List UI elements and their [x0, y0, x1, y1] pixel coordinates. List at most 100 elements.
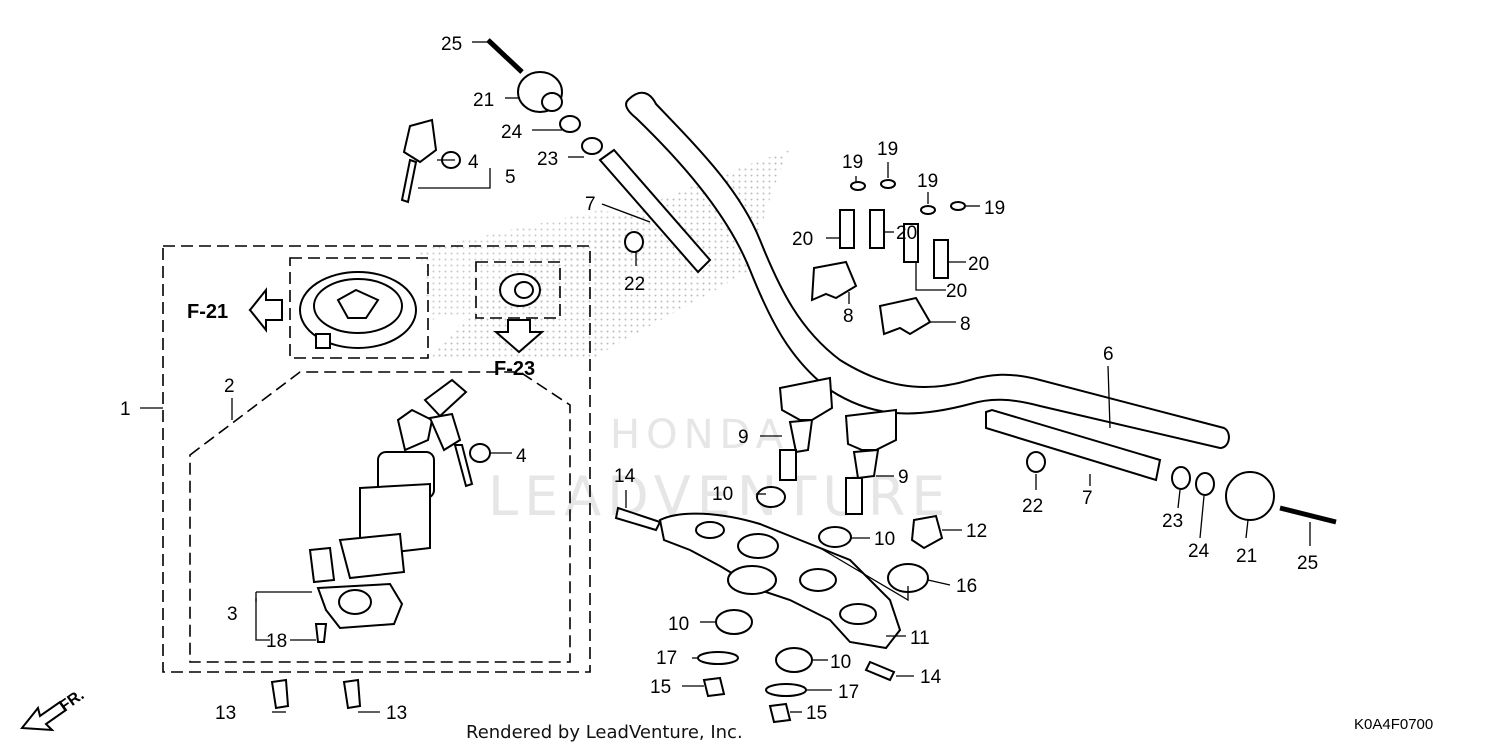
ignition-switch-part — [308, 378, 474, 630]
label-24-top: 24 — [501, 122, 523, 143]
grommet-4-mid — [469, 443, 491, 463]
label-19-c: 19 — [917, 171, 938, 192]
bolt-25-right — [1279, 505, 1337, 525]
nut-22-right — [1026, 451, 1046, 473]
nut-15-right — [768, 702, 792, 724]
collar-24-right — [1195, 472, 1215, 496]
label-19-a: 19 — [842, 152, 863, 173]
bolt-14-right — [864, 660, 896, 682]
lock-cylinder-part — [499, 273, 541, 307]
fuel-cap-box — [289, 257, 429, 359]
diagram-code: K0A4F0700 — [1354, 716, 1433, 733]
washer-19-d — [950, 201, 966, 211]
bolt-20-b — [869, 209, 885, 249]
label-10-b: 10 — [874, 529, 895, 550]
nut-12 — [910, 514, 944, 550]
ref-f23[interactable]: F-23 — [494, 358, 535, 380]
label-19-d: 19 — [984, 198, 1005, 219]
label-8-lower: 8 — [960, 314, 971, 335]
label-10-a: 10 — [712, 484, 733, 505]
footer-credit: Rendered by LeadVenture, Inc. — [466, 722, 743, 743]
assembly-1-box — [162, 245, 591, 673]
label-2: 2 — [224, 376, 235, 397]
screw-18 — [314, 623, 328, 643]
label-14-right: 14 — [920, 667, 942, 688]
label-23-top: 23 — [537, 149, 558, 170]
label-25-top: 25 — [441, 34, 462, 55]
weight-21-right — [1225, 471, 1275, 521]
screw-13-right — [342, 678, 362, 710]
front-arrow-icon — [20, 700, 68, 732]
ring-23-top — [581, 137, 603, 155]
label-9-left: 9 — [738, 427, 749, 448]
rubber-10-d — [775, 647, 813, 673]
label-10-c: 10 — [668, 614, 689, 635]
bolt-20-a — [839, 209, 855, 249]
label-10-d: 10 — [830, 652, 851, 673]
bolt-20-c — [903, 223, 919, 263]
bolt-14-left — [614, 506, 662, 532]
handlebar-base-9-right — [844, 408, 897, 515]
label-12: 12 — [966, 521, 987, 542]
washer-19-c — [920, 205, 936, 215]
label-18: 18 — [266, 631, 287, 652]
label-13-left: 13 — [215, 703, 236, 724]
bolt-20-d — [933, 239, 949, 279]
holder-8-upper — [810, 260, 858, 302]
label-24-right: 24 — [1188, 541, 1210, 562]
handlebar-base-9-left — [778, 376, 834, 481]
grip-pipe-7-right — [985, 408, 1162, 482]
handlebar-6 — [625, 91, 1230, 450]
nut-22-top — [624, 231, 644, 253]
watermark-brand: HONDA — [610, 412, 789, 458]
f23-arrow-icon — [493, 319, 545, 354]
washer-17-left — [697, 651, 739, 665]
assembly-2-box — [189, 371, 571, 663]
label-11: 11 — [910, 628, 930, 649]
washer-17-right — [765, 683, 807, 697]
label-3: 3 — [227, 604, 238, 625]
label-20-c: 20 — [968, 254, 989, 275]
ref-f21[interactable]: F-21 — [187, 301, 228, 323]
washer-19-b — [880, 179, 896, 189]
label-17-left: 17 — [656, 648, 677, 669]
label-23-right: 23 — [1162, 511, 1183, 532]
label-15-left: 15 — [650, 677, 671, 698]
key-part — [400, 118, 438, 204]
label-7-right: 7 — [1082, 488, 1093, 509]
washer-19-a — [850, 181, 866, 191]
part-labels: 1 2 3 4 4 5 6 7 7 8 8 9 9 10 10 10 10 11… — [120, 34, 1318, 724]
rubber-10-b — [818, 526, 852, 548]
label-4-top: 4 — [468, 152, 479, 173]
label-25-right: 25 — [1297, 553, 1318, 574]
screw-13-left — [270, 678, 290, 710]
label-13-right: 13 — [386, 703, 407, 724]
label-21-top: 21 — [473, 90, 494, 111]
label-1: 1 — [120, 399, 131, 420]
label-16: 16 — [956, 576, 977, 597]
fuel-cap-part — [299, 271, 417, 349]
label-6: 6 — [1103, 344, 1114, 365]
label-17-right: 17 — [838, 682, 859, 703]
label-14-left: 14 — [614, 466, 636, 487]
leader-lines — [140, 41, 1311, 713]
label-8-upper: 8 — [843, 306, 854, 327]
nut-15-left — [702, 676, 726, 698]
label-21-right: 21 — [1236, 546, 1257, 567]
rubber-10-c — [715, 609, 753, 635]
collar-24-top — [559, 115, 581, 133]
label-22-right: 22 — [1022, 496, 1043, 517]
label-19-b: 19 — [877, 139, 898, 160]
holder-8-lower — [878, 296, 932, 336]
label-20-b: 20 — [896, 223, 917, 244]
label-22-top: 22 — [624, 274, 645, 295]
label-20-d: 20 — [946, 281, 967, 302]
lock-box — [475, 261, 561, 319]
label-5: 5 — [505, 167, 516, 188]
label-15-right: 15 — [806, 703, 827, 724]
label-20-a: 20 — [792, 229, 813, 250]
rubber-10-a — [756, 486, 786, 508]
f21-arrow-shape — [248, 287, 283, 333]
label-7-top: 7 — [585, 194, 596, 215]
